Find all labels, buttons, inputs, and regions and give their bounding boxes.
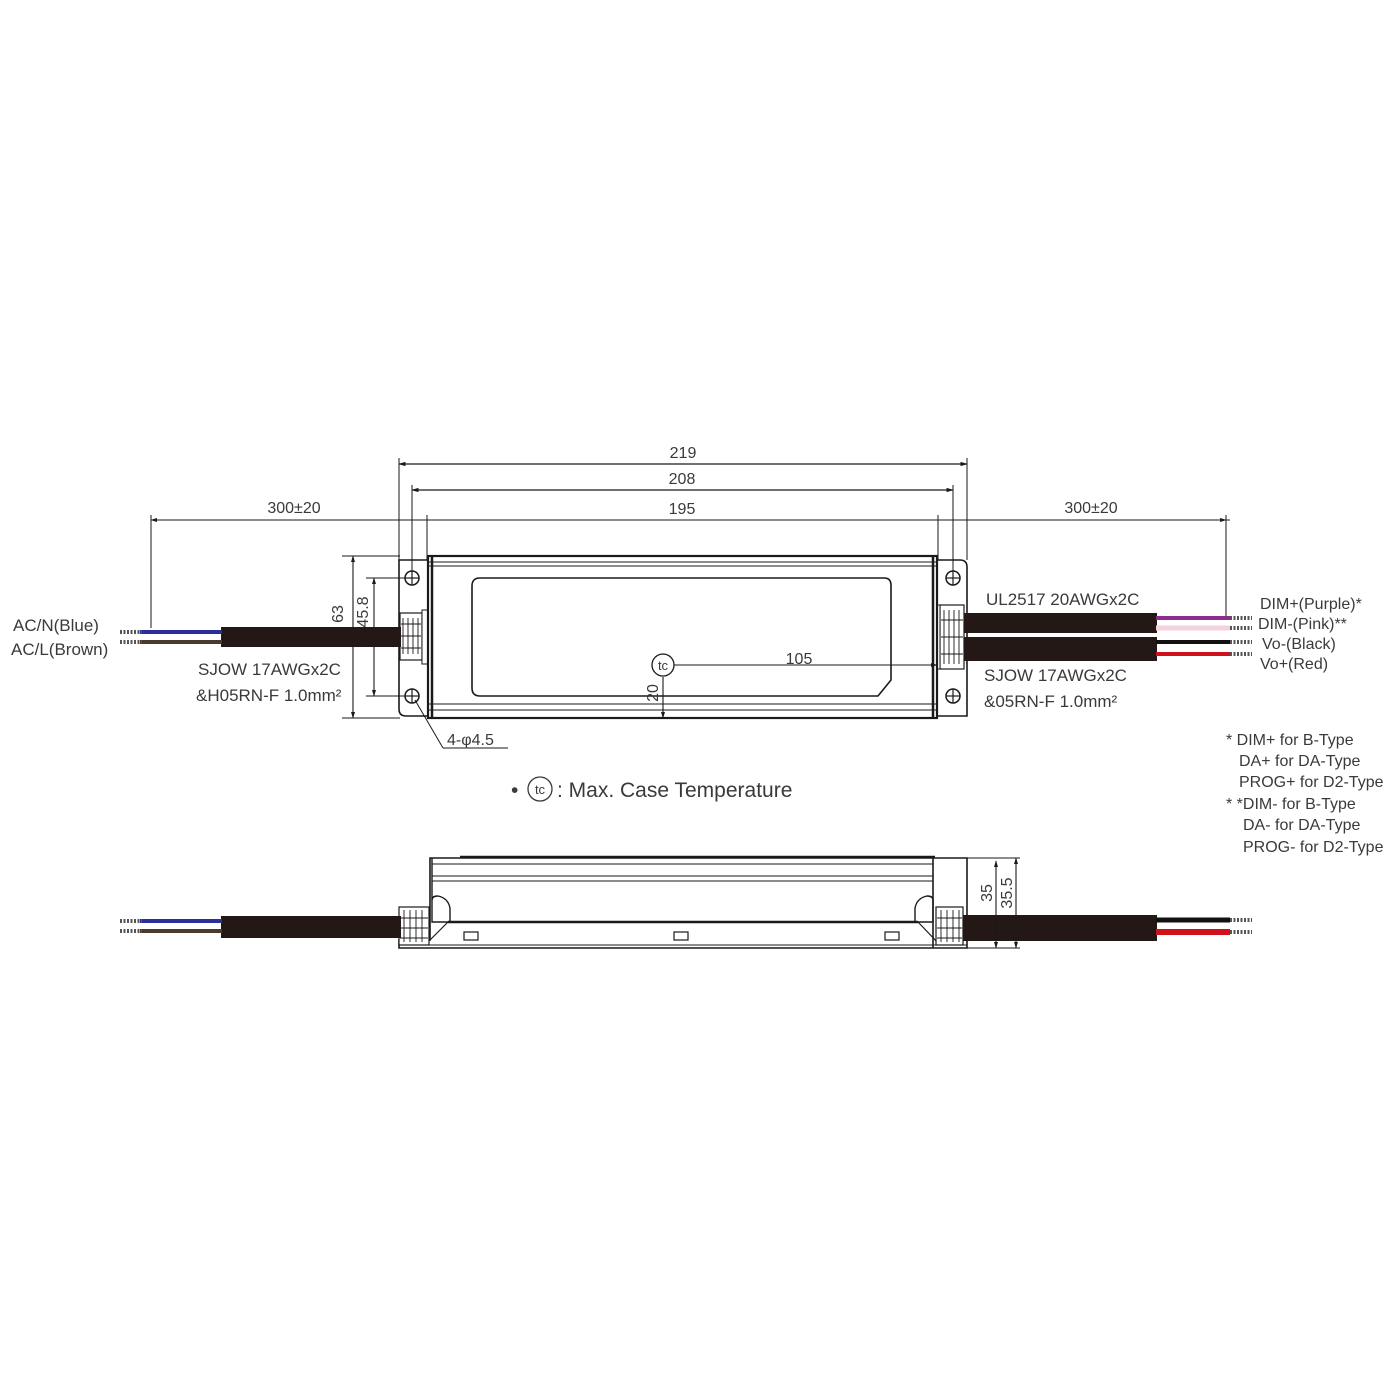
dimension-208-label: 208 bbox=[669, 471, 696, 488]
wire-label-dim-plus: DIM+(Purple)* bbox=[1260, 596, 1362, 613]
dimension-overall-length: 219 bbox=[398, 445, 968, 560]
dimension-35-5-label: 35.5 bbox=[999, 877, 1016, 908]
tc-legend: • tc : Max. Case Temperature bbox=[511, 776, 792, 802]
input-cable-jacket bbox=[221, 627, 401, 647]
mounting-hole-callout: 4-φ4.5 bbox=[414, 699, 508, 749]
dimension-105-label: 105 bbox=[786, 651, 813, 668]
top-view: 219 208 195 300±20 300±20 bbox=[11, 445, 1362, 749]
dimension-right-300-label: 300±20 bbox=[1064, 500, 1117, 517]
vent-slot bbox=[673, 931, 689, 941]
tc-symbol: tc bbox=[658, 658, 669, 673]
input-cable: AC/N(Blue) AC/L(Brown) SJOW 17AWGx2C &H0… bbox=[11, 616, 401, 705]
wire-label-ac-n: AC/N(Blue) bbox=[13, 616, 99, 635]
input-cable-spec-1: SJOW 17AWGx2C bbox=[198, 660, 341, 679]
dimension-20-label: 20 bbox=[645, 684, 662, 702]
dimension-63-label: 63 bbox=[330, 605, 347, 623]
dimension-left-300-label: 300±20 bbox=[267, 500, 320, 517]
wire-label-dim-minus: DIM-(Pink)** bbox=[1258, 616, 1347, 633]
input-cable-spec-2: &H05RN-F 1.0mm² bbox=[196, 686, 342, 705]
dimension-195-label: 195 bbox=[669, 501, 696, 518]
wire-label-ac-l: AC/L(Brown) bbox=[11, 640, 108, 659]
footnote-4: * *DIM- for B-Type bbox=[1226, 796, 1356, 813]
power-cable-jacket bbox=[964, 637, 1157, 661]
dimension-219-label: 219 bbox=[670, 445, 697, 462]
footnote-6: PROG- for D2-Type bbox=[1243, 839, 1384, 856]
footnotes: * DIM+ for B-Type DA+ for DA-Type PROG+ … bbox=[1226, 732, 1384, 856]
power-cable-spec-2: &05RN-F 1.0mm² bbox=[984, 692, 1118, 711]
legend-tc-symbol: tc bbox=[535, 782, 546, 797]
tc-icon bbox=[651, 653, 675, 677]
footnote-5: DA- for DA-Type bbox=[1243, 817, 1360, 834]
legend-bullet: • bbox=[511, 779, 518, 802]
power-cable-spec-1: SJOW 17AWGx2C bbox=[984, 666, 1127, 685]
output-cables: UL2517 20AWGx2C SJOW 17AWGx2C &05RN-F 1.… bbox=[964, 590, 1362, 711]
label-area bbox=[471, 577, 892, 697]
dimension-width: 63 bbox=[330, 555, 400, 719]
footnote-1: * DIM+ for B-Type bbox=[1226, 732, 1354, 749]
driver-body bbox=[426, 554, 939, 720]
vent-slot bbox=[884, 931, 900, 941]
dim-cable-jacket bbox=[964, 613, 1157, 633]
legend-text: : Max. Case Temperature bbox=[557, 779, 792, 802]
left-mounting-tab bbox=[398, 559, 431, 717]
footnote-2: DA+ for DA-Type bbox=[1239, 753, 1360, 770]
dimension-35-label: 35 bbox=[979, 884, 996, 902]
dim-cable-spec: UL2517 20AWGx2C bbox=[986, 590, 1139, 609]
wire-label-vo-minus: Vo-(Black) bbox=[1262, 636, 1336, 653]
dimension-45-8-label: 45.8 bbox=[355, 596, 372, 627]
vent-slot bbox=[463, 931, 479, 941]
footnote-3: PROG+ for D2-Type bbox=[1239, 774, 1384, 791]
tc-point: tc 105 20 bbox=[645, 651, 938, 719]
side-view: 35 35.5 bbox=[120, 855, 1252, 949]
tc-icon bbox=[527, 776, 553, 802]
dimension-left-cable-length: 300±20 bbox=[150, 500, 399, 628]
wire-label-vo-plus: Vo+(Red) bbox=[1260, 656, 1328, 673]
mounting-hole-label: 4-φ4.5 bbox=[447, 732, 494, 749]
side-input-cable bbox=[221, 916, 401, 938]
side-output-cable bbox=[963, 915, 1157, 941]
right-mounting-tab bbox=[933, 559, 968, 717]
dimension-right-cable-length: 300±20 bbox=[967, 500, 1227, 618]
